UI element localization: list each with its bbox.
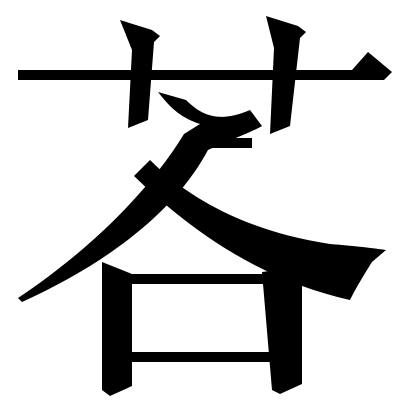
stroke-mouth-right [262, 268, 306, 394]
stroke-mouth-bottom [122, 352, 292, 362]
stroke-right-vertical [266, 16, 306, 134]
stroke-mouth-top [110, 274, 292, 284]
stroke-mouth-left [102, 262, 132, 396]
stroke-roof-right [134, 160, 386, 300]
stroke-roof-left [18, 92, 262, 302]
stroke-left-vertical [120, 20, 160, 128]
stroke-top-horizontal [18, 52, 392, 80]
stroke-roof-bar [180, 138, 252, 148]
glyph-strokes [18, 16, 392, 396]
